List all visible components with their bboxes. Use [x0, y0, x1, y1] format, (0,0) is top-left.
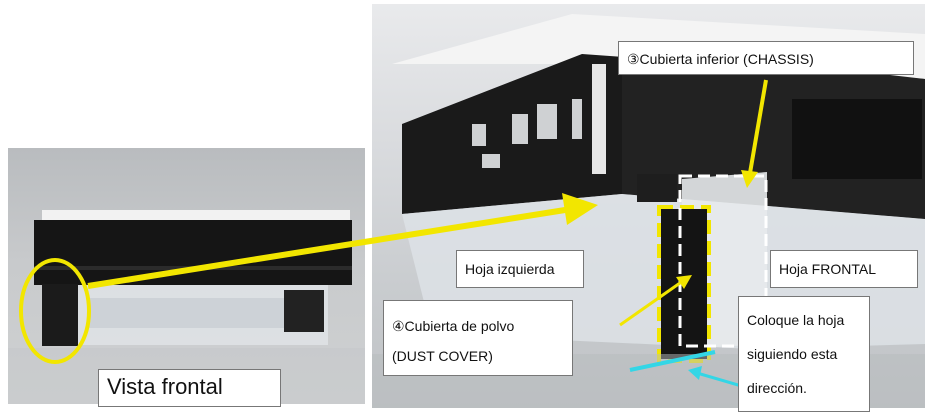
chassis-arrow-head: [741, 170, 758, 188]
big-arrow-line: [87, 207, 566, 289]
dust-cover-label-line2: (DUST COVER): [392, 348, 493, 364]
front-view-label: Vista frontal: [98, 369, 281, 407]
direction-arrow-head: [688, 366, 702, 380]
dust-cover-label: ④Cubierta de polvo (DUST COVER): [383, 300, 573, 376]
highlight-circle: [19, 258, 91, 364]
front-sheet-label: Hoja FRONTAL: [770, 250, 918, 288]
direction-guide-line: [629, 350, 716, 372]
left-sheet-label: Hoja izquierda: [456, 250, 584, 288]
dust-cover-arrow-line: [619, 281, 681, 327]
instruction-label: Coloque la hoja siguiendo esta dirección…: [738, 296, 870, 412]
direction-arrow-line: [696, 371, 746, 389]
front-view-photo: [8, 148, 365, 404]
instruction-line2: siguiendo esta: [747, 346, 838, 362]
chassis-label: ③Cubierta inferior (CHASSIS): [618, 41, 914, 75]
dust-cover-arrow-head: [676, 275, 692, 289]
instruction-line3: dirección.: [747, 380, 807, 396]
chassis-arrow-line: [748, 79, 768, 174]
dust-cover-label-line1: ④Cubierta de polvo: [392, 318, 515, 334]
instruction-line1: Coloque la hoja: [747, 312, 845, 328]
big-arrow-head: [562, 193, 598, 225]
